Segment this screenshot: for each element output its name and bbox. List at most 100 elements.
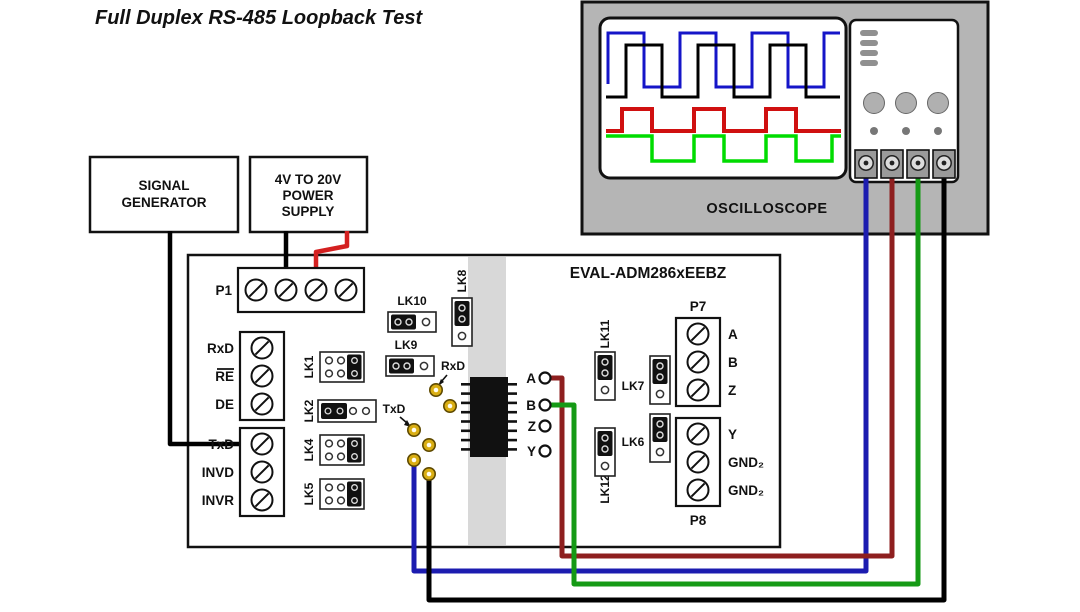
scope-knob-icon — [927, 92, 949, 114]
jumper-label-lk7: LK7 — [622, 379, 645, 393]
p1-connector: P1 — [215, 266, 366, 314]
screw-terminal — [244, 278, 268, 302]
scope-button-icon — [870, 127, 878, 135]
pin-label-de: DE — [215, 397, 234, 412]
p8-connector: Y GND₂ GND₂ P8 — [674, 416, 764, 528]
jumper-lk10 — [387, 311, 437, 333]
waveform-ch2-black — [606, 43, 840, 99]
ic-chip — [461, 377, 517, 457]
scope-waveforms — [606, 31, 841, 163]
testpoint-label-z: Z — [528, 419, 536, 434]
testpoint-label-a: A — [526, 371, 536, 386]
jumper-label-lk11: LK11 — [598, 319, 612, 348]
lower-terminal-block: TxD INVD INVR — [202, 426, 286, 518]
ic-pins — [461, 383, 517, 451]
p7-connector: P7 A B Z — [674, 299, 738, 408]
jumper-lk11 — [594, 351, 616, 401]
scope-button-icon — [902, 127, 910, 135]
jumper-label-lk10: LK10 — [397, 294, 427, 308]
scope-green-wire — [549, 176, 921, 587]
screw-terminal — [274, 278, 298, 302]
jumper-label-lk1: LK1 — [302, 355, 316, 378]
jumper-label-lk12: LK12 — [598, 474, 612, 504]
pin-label-txd: TxD — [208, 437, 234, 452]
p7-pin-a: A — [728, 327, 738, 342]
jumper-lk4 — [319, 434, 365, 466]
signal-generator-label-1: SIGNAL — [138, 178, 189, 193]
pin-label-invd: INVD — [202, 465, 235, 480]
bnc-connector-icon — [880, 149, 904, 179]
test-points: RxD TxD — [383, 359, 465, 482]
p7-label: P7 — [690, 299, 707, 314]
waveform-ch1-blue — [606, 31, 840, 89]
screw-terminal — [686, 422, 710, 446]
jumper-lk1 — [319, 351, 365, 383]
jumper-label-lk9: LK9 — [395, 338, 418, 352]
screw-terminal — [250, 392, 274, 416]
p7-pin-z: Z — [728, 383, 736, 398]
page-title: Full Duplex RS-485 Loopback Test — [95, 7, 423, 29]
testpoint-label-y: Y — [527, 444, 536, 459]
jumper-lk6 — [649, 413, 671, 463]
scope-knobs — [863, 92, 949, 135]
jumper-lk2 — [317, 399, 377, 423]
screw-terminal — [334, 278, 358, 302]
scope-button-bars — [860, 30, 878, 66]
power-red-wire — [313, 231, 350, 270]
jumper-lk12 — [594, 427, 616, 477]
scope-black-wire — [426, 176, 947, 603]
oscilloscope-label: OSCILLOSCOPE — [706, 201, 827, 217]
bnc-connector-icon — [906, 149, 930, 179]
testpoint-label-b: B — [526, 398, 536, 413]
jumper-lk8 — [451, 297, 473, 347]
jumper-label-lk4: LK4 — [302, 438, 316, 461]
screw-terminal — [686, 450, 710, 474]
waveform-ch4-green — [606, 134, 841, 163]
power-supply-label-2: POWER — [282, 188, 333, 203]
abzy-test-points: A B Z Y — [526, 371, 552, 459]
testpoint — [421, 437, 437, 453]
screw-terminal — [686, 378, 710, 402]
upper-terminal-block: RxD RE DE — [207, 330, 286, 422]
testpoint-z — [538, 419, 552, 433]
board-name: EVAL-ADM286xEEBZ — [570, 265, 727, 282]
pin-label-re: RE — [215, 369, 234, 384]
right-jumpers: LK11 LK7 LK6 LK12 — [594, 319, 671, 504]
screw-terminal — [686, 350, 710, 374]
center-jumpers: LK10 LK9 LK8 — [385, 269, 473, 377]
screw-terminal — [304, 278, 328, 302]
signal-generator-box: SIGNAL GENERATOR — [88, 155, 240, 234]
jumper-label-lk5: LK5 — [302, 482, 316, 505]
scope-knob-icon — [863, 92, 885, 114]
waveform-ch3-red — [606, 107, 841, 133]
p7-pin-b: B — [728, 355, 738, 370]
screw-terminal — [686, 322, 710, 346]
power-supply-label-3: SUPPLY — [282, 204, 335, 219]
p8-pin-gnd2-2: GND₂ — [728, 483, 764, 498]
pin-label-rxd: RxD — [207, 341, 234, 356]
jumper-lk5 — [319, 478, 365, 510]
bnc-connector-icon — [854, 149, 878, 179]
jumper-label-lk8: LK8 — [455, 269, 469, 292]
p8-pin-gnd2-1: GND₂ — [728, 455, 764, 470]
testpoint-black-wire — [421, 466, 437, 482]
wires — [167, 176, 947, 603]
pin-label-invr: INVR — [202, 493, 235, 508]
scope-button-icon — [934, 127, 942, 135]
scope-knob-icon — [895, 92, 917, 114]
testpoint-blue-wire — [406, 452, 422, 468]
jumper-label-lk6: LK6 — [622, 435, 645, 449]
signal-generator-wire — [167, 231, 243, 447]
testpoint-label-txd: TxD — [383, 402, 406, 416]
testpoint-txd — [406, 422, 422, 438]
oscilloscope: OSCILLOSCOPE — [580, 0, 990, 236]
left-jumpers: LK1 LK2 LK4 LK5 — [302, 351, 377, 510]
jumper-lk9 — [385, 355, 435, 377]
testpoint-rxd — [428, 382, 444, 398]
testpoint-label-rxd: RxD — [441, 359, 465, 373]
p8-pin-y: Y — [728, 427, 737, 442]
scope-blue-wire — [411, 176, 869, 574]
p1-label: P1 — [215, 283, 232, 298]
screw-terminal — [686, 478, 710, 502]
